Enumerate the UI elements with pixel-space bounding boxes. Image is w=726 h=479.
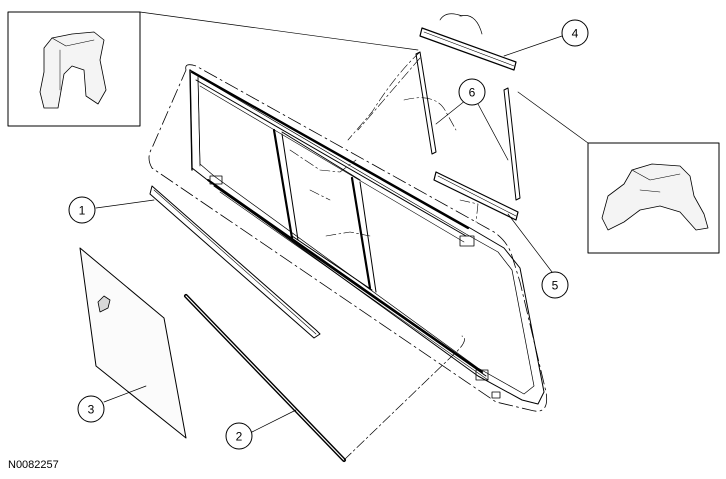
assembly-line-b (357, 57, 421, 131)
leader-6b (477, 103, 509, 161)
assembly-line-d (325, 231, 371, 237)
glass-outline (148, 64, 548, 412)
callout-6: 6 (458, 78, 486, 106)
callout-1-label: 1 (79, 204, 86, 218)
assembly-line-c (403, 97, 457, 131)
leader-3 (103, 385, 147, 403)
callout-3-label: 3 (88, 403, 95, 417)
part-3-glass-panel (79, 247, 187, 439)
assembly-line-a (347, 51, 421, 141)
leader-2 (251, 409, 297, 433)
leader-inset-right (517, 91, 589, 144)
callout-2: 2 (225, 422, 253, 450)
callout-5-label: 5 (552, 279, 559, 293)
part-5-lower-channel (433, 171, 519, 221)
part-4-top-channel (419, 13, 517, 71)
callout-2-label: 2 (236, 430, 243, 444)
part-1-lower-channel (149, 185, 321, 339)
callout-4: 4 (561, 19, 589, 47)
leader-inset-left (139, 11, 419, 51)
leader-6a (435, 99, 467, 125)
callout-3: 3 (77, 395, 105, 423)
callout-6-label: 6 (469, 86, 476, 100)
leader-5 (507, 213, 553, 273)
detail-inset-right (587, 142, 720, 254)
callout-1: 1 (68, 196, 96, 224)
part-6-vertical-channels (415, 51, 521, 201)
part-2-seal-strip (184, 294, 346, 462)
leader-2-dashdot (343, 335, 465, 461)
figure-reference-code: N0082257 (8, 459, 59, 471)
callout-4-label: 4 (572, 27, 579, 41)
slider-window-frame (189, 69, 545, 405)
callout-5: 5 (541, 271, 569, 299)
assembly-line-e (459, 199, 479, 223)
leader-4 (503, 35, 563, 57)
leader-1 (95, 199, 155, 209)
detail-inset-left (7, 11, 141, 127)
